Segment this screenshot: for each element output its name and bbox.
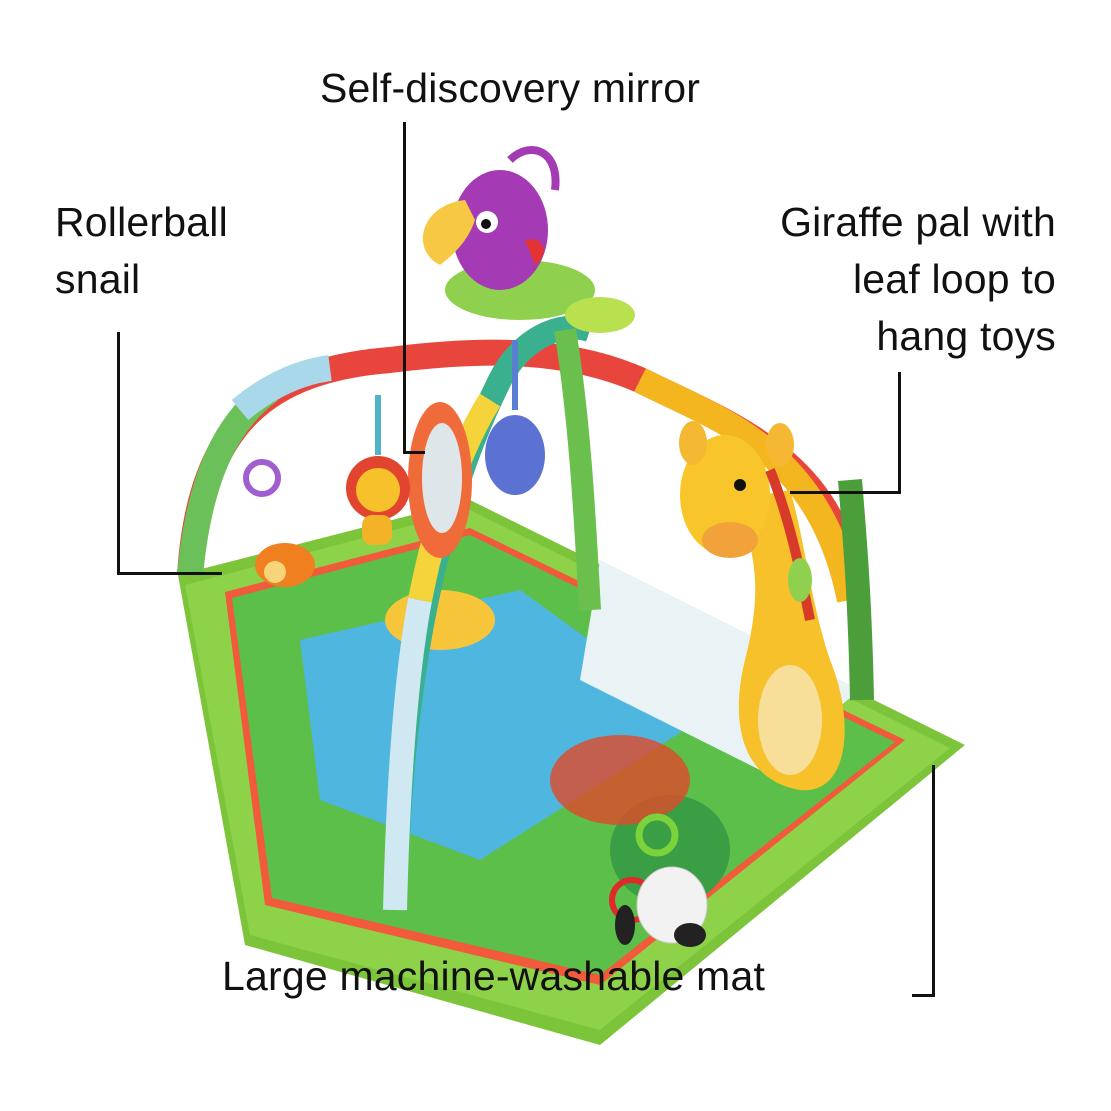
lion-toy	[346, 395, 410, 545]
callout-mat-label: Large machine-washable mat	[222, 953, 766, 999]
leader-line-giraffe-vertical	[898, 372, 901, 494]
giraffe-pal	[679, 421, 845, 791]
zebra-rattle	[609, 813, 708, 947]
leader-line-mat-vertical	[932, 765, 935, 997]
leader-line-snail-horizontal	[117, 572, 222, 575]
leader-line-giraffe-horizontal	[790, 491, 901, 494]
leader-line-mirror-horizontal	[403, 451, 425, 454]
callout-snail-label: Rollerball snail	[55, 199, 228, 302]
callout-mirror-label: Self-discovery mirror	[320, 65, 701, 111]
mirror	[408, 402, 472, 558]
rollerball-snail	[243, 459, 315, 587]
leader-line-snail-vertical	[117, 332, 120, 575]
leader-line-mirror-vertical	[403, 122, 406, 454]
toucan-topper	[422, 146, 635, 333]
elephant-toy	[485, 340, 545, 495]
callout-giraffe-label: Giraffe pal with leaf loop to hang toys	[780, 199, 1056, 359]
leader-line-mat-horizontal	[912, 994, 935, 997]
